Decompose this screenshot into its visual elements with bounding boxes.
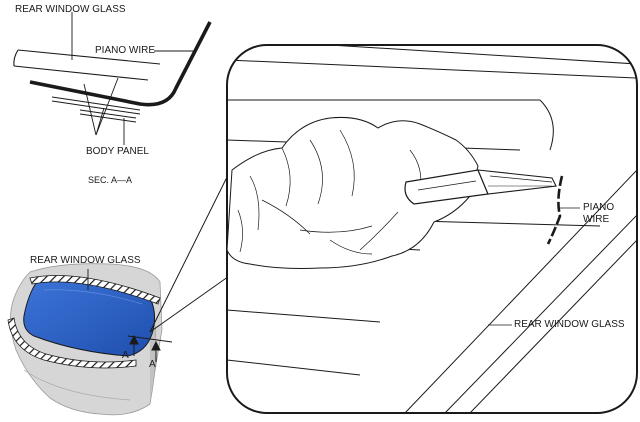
upper-seal-strip: [29, 275, 161, 305]
section-view: [13, 12, 212, 145]
piano-wire: [546, 175, 564, 245]
section-body-panel: [51, 96, 141, 123]
section-caption: SEC. A—A: [88, 175, 133, 185]
section-leaders: [71, 12, 196, 145]
lower-seal-strip: [7, 317, 137, 369]
section-body-panel-label: BODY PANEL: [86, 146, 149, 157]
tool-handle: [404, 169, 489, 205]
callout-lines: [149, 164, 234, 333]
section-mark-a-right: A: [149, 359, 156, 370]
section-rear-window-glass-label: REAR WINDOW GLASS: [15, 4, 126, 15]
detail-piano-wire-label-line2: WIRE: [583, 214, 610, 225]
detail-piano-wire-label-line1: PIANO: [583, 202, 615, 213]
detail-view: [226, 44, 638, 414]
detail-rear-window-glass-label: REAR WINDOW GLASS: [514, 319, 625, 330]
section-mark-a-left: A: [122, 350, 129, 361]
section-line-a-a: [127, 334, 173, 362]
tool-blade: [477, 169, 557, 195]
section-piano-wire-label: PIANO WIRE: [95, 45, 156, 56]
section-body-outline: [29, 21, 212, 107]
overview-rear-window-glass-label: REAR WINDOW GLASS: [30, 255, 141, 266]
vehicle-overview: [7, 263, 173, 416]
section-glass-panel: [13, 49, 161, 81]
